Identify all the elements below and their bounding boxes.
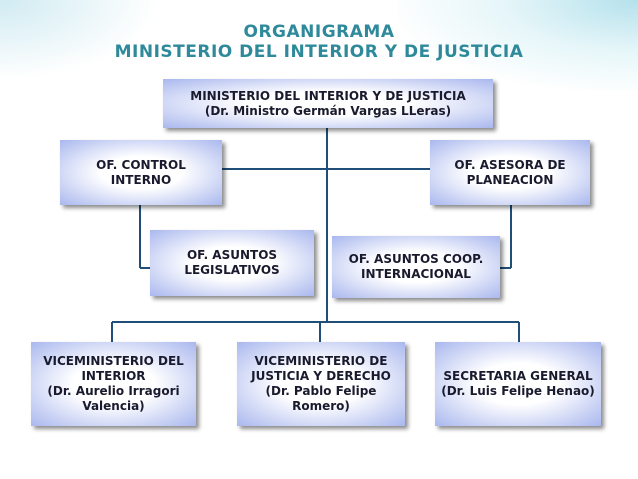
node-control-interno: OF. CONTROL INTERNO [60,140,222,205]
node-asuntos-coop-line2: INTERNACIONAL [361,267,471,281]
node-vice-justicia-line3: (Dr. Pablo Felipe [265,384,377,398]
node-control-interno-line1: OF. CONTROL [96,157,186,172]
node-asuntos-coop: OF. ASUNTOS COOP. INTERNACIONAL [332,236,500,298]
node-vice-interior-line3: (Dr. Aurelio Irragori [47,384,180,398]
node-vice-interior-line1: VICEMINISTERIO DEL [43,354,184,368]
node-viceministerio-justicia: VICEMINISTERIO DE JUSTICIA Y DERECHO (Dr… [237,342,405,426]
page-title: ORGANIGRAMA [243,22,395,42]
node-vice-interior-line2: INTERIOR [81,369,146,383]
corner-decoration-right [398,0,638,90]
node-vice-justicia-line4: Romero) [292,399,350,413]
node-asesora-planeacion-line1: OF. ASESORA DE [454,157,566,172]
node-secretaria-general-line1: SECRETARIA GENERAL [443,369,593,383]
node-vice-justicia-line1: VICEMINISTERIO DE [254,354,388,368]
node-secretaria-general: SECRETARIA GENERAL (Dr. Luis Felipe Hena… [435,342,601,426]
node-ministerio: MINISTERIO DEL INTERIOR Y DE JUSTICIA (D… [163,79,493,128]
node-asuntos-legislativos: OF. ASUNTOS LEGISLATIVOS [150,230,314,296]
node-ministerio-minister: (Dr. Ministro Germán Vargas LLeras) [204,103,452,118]
node-asuntos-coop-line1: OF. ASUNTOS COOP. [348,252,484,266]
node-asesora-planeacion-line2: PLANEACION [466,172,554,187]
node-vice-justicia-line2: JUSTICIA Y DERECHO [251,369,391,383]
node-ministerio-name: MINISTERIO DEL INTERIOR Y DE JUSTICIA [190,88,466,103]
node-asesora-planeacion: OF. ASESORA DE PLANEACION [430,140,590,205]
node-vice-interior-line4: Valencia) [82,399,145,413]
node-asuntos-legislativos-line2: LEGISLATIVOS [184,263,280,277]
node-viceministerio-interior: VICEMINISTERIO DEL INTERIOR (Dr. Aurelio… [31,342,196,426]
node-asuntos-legislativos-line1: OF. ASUNTOS [186,248,278,262]
corner-decoration-left [0,0,160,80]
page-subtitle: MINISTERIO DEL INTERIOR Y DE JUSTICIA [114,42,524,62]
node-control-interno-line2: INTERNO [110,172,172,187]
node-secretaria-general-line2: (Dr. Luis Felipe Henao) [441,384,595,398]
